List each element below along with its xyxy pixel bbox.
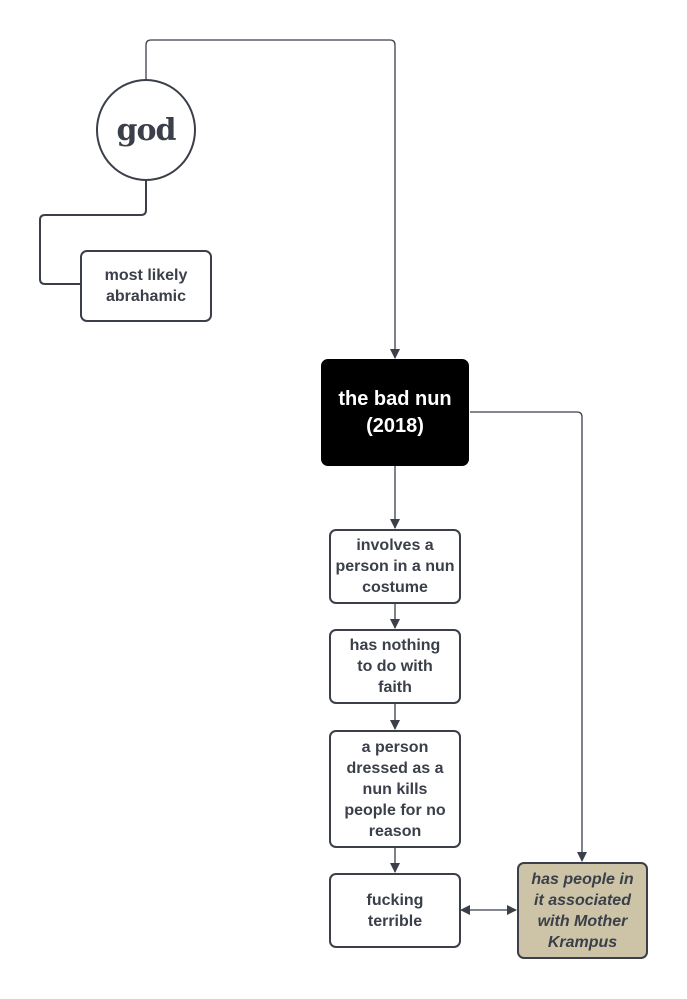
node-god[interactable]: god xyxy=(96,79,196,181)
node-kills[interactable]: a person dressed as a nun kills people f… xyxy=(329,730,461,848)
node-costume[interactable]: involves a person in a nun costume xyxy=(329,529,461,604)
node-costume-label: involves a person in a nun costume xyxy=(335,537,455,596)
node-bad-nun[interactable]: the bad nun (2018) xyxy=(321,359,469,466)
node-god-label: god xyxy=(116,112,177,148)
node-kills-label: a person dressed as a nun kills people f… xyxy=(344,738,446,840)
node-faith-label: has nothing to do with faith xyxy=(349,637,441,696)
node-abrahamic-label: most likely abrahamic xyxy=(104,267,188,305)
node-krampus[interactable]: has people in it associated with Mother … xyxy=(517,862,648,959)
node-bad-nun-label: the bad nun (2018) xyxy=(338,387,452,437)
edge-god-to-bad-nun xyxy=(145,39,400,359)
edge-bad-nun-to-krampus xyxy=(470,411,587,862)
node-faith[interactable]: has nothing to do with faith xyxy=(329,629,461,704)
node-krampus-label: has people in it associated with Mother … xyxy=(531,870,634,951)
edge-god-to-abrahamic xyxy=(39,180,147,285)
node-terrible-label: fucking terrible xyxy=(366,891,424,930)
node-terrible[interactable]: fucking terrible xyxy=(329,873,461,948)
node-abrahamic[interactable]: most likely abrahamic xyxy=(80,250,212,322)
